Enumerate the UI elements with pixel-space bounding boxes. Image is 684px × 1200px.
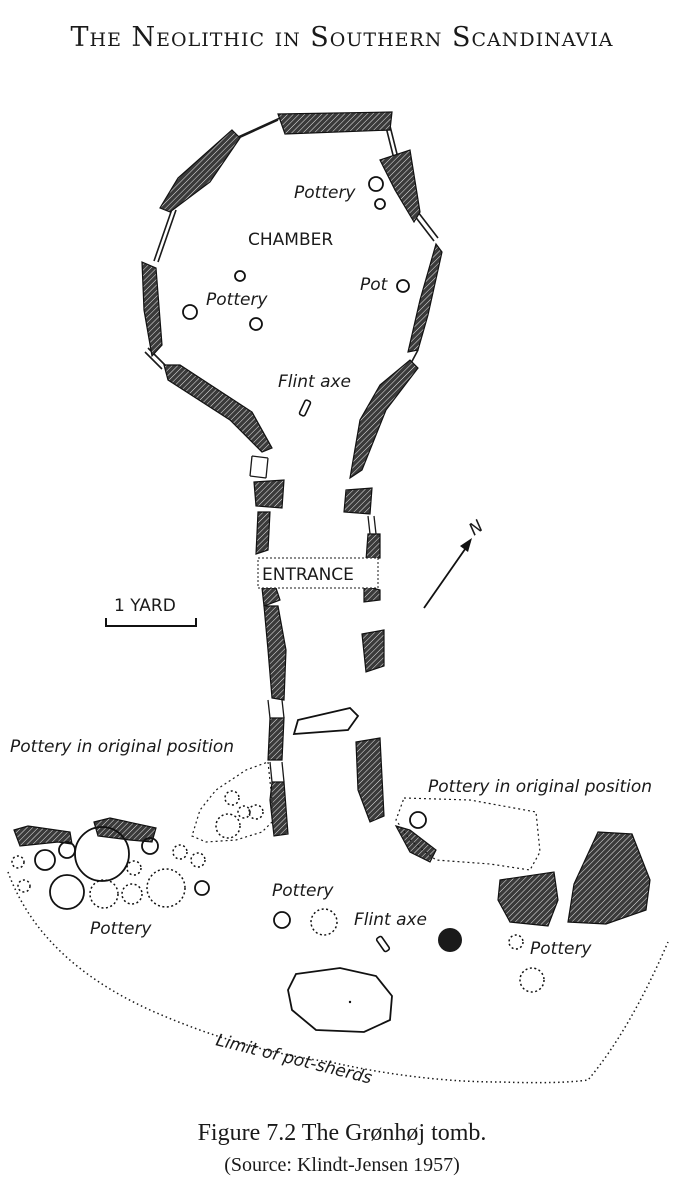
pottery-find-dotted xyxy=(11,855,25,869)
pottery-find xyxy=(234,270,246,282)
running-head: The Neolithic in Southern Scandinavia xyxy=(70,22,614,53)
passage-stone xyxy=(255,511,271,555)
label-entrance: ENTRANCE xyxy=(262,565,354,585)
pottery-find-dotted xyxy=(224,790,240,806)
passage-stones xyxy=(253,479,385,837)
chamber-stones xyxy=(141,111,443,480)
figure-source: (Source: Klindt-Jensen 1957) xyxy=(224,1154,460,1176)
passage-stone xyxy=(253,479,285,509)
label-pottery-original-right: Pottery in original position xyxy=(428,777,652,797)
orthostat xyxy=(349,359,419,480)
pottery-find-dotted xyxy=(508,934,524,950)
passage-stone xyxy=(263,605,287,701)
pottery-find-dotted xyxy=(146,868,186,908)
label-scale: 1 YARD xyxy=(114,596,176,616)
dark-deposit xyxy=(438,928,462,952)
forecourt-stones xyxy=(13,817,651,927)
passage-stone xyxy=(267,717,285,761)
pottery-find-dotted xyxy=(310,908,338,936)
passage-walling xyxy=(249,455,377,783)
label-pottery-left: Pottery xyxy=(90,919,152,939)
forecourt-stone xyxy=(93,817,157,843)
pottery-find-dotted xyxy=(519,967,545,993)
pottery-find-dotted xyxy=(248,804,264,820)
flint-axe-find xyxy=(375,935,391,953)
label-pot: Pot xyxy=(360,275,389,295)
orthostat xyxy=(141,261,163,358)
pottery-find xyxy=(368,176,384,192)
passage-stone xyxy=(361,629,385,673)
forecourt-stone xyxy=(497,871,559,927)
pottery-find xyxy=(273,911,291,929)
north-arrow xyxy=(423,538,472,609)
pottery-original-areas xyxy=(191,761,541,871)
stone-dot xyxy=(348,1000,352,1004)
pottery-find xyxy=(409,811,427,829)
pottery-find-dotted xyxy=(172,844,188,860)
pot-find xyxy=(396,279,410,293)
passage-stone xyxy=(363,585,381,603)
pottery-find xyxy=(182,304,198,320)
blocking-stone-outline xyxy=(292,707,360,735)
label-pottery-original-left: Pottery in original position xyxy=(10,737,234,757)
forecourt-stone xyxy=(394,825,437,863)
label-pottery-right: Pottery xyxy=(530,939,592,959)
passage-stone xyxy=(355,737,385,823)
flint-axe-find xyxy=(298,399,312,417)
passage-stone xyxy=(269,781,289,837)
passage-stone xyxy=(343,487,373,515)
pottery-original-area-left xyxy=(191,761,273,843)
label-pottery-chamber-right: Pottery xyxy=(294,183,356,203)
pottery-find xyxy=(58,841,76,859)
pottery-find-dotted xyxy=(215,813,241,839)
pottery-find xyxy=(34,849,56,871)
label-north: N xyxy=(465,516,487,540)
pottery-find-dotted xyxy=(237,805,251,819)
pottery-find-dotted xyxy=(126,860,142,876)
label-flint-axe-forecourt: Flint axe xyxy=(354,910,427,930)
orthostat xyxy=(407,242,443,353)
orthostat xyxy=(379,149,421,224)
pottery-find xyxy=(374,198,386,210)
pottery-find-dotted xyxy=(121,883,143,905)
label-flint-axe-chamber: Flint axe xyxy=(278,372,351,392)
label-chamber: CHAMBER xyxy=(248,230,333,250)
label-pottery-chamber-left: Pottery xyxy=(206,290,268,310)
pottery-find xyxy=(249,317,263,331)
figure-caption: Figure 7.2 The Grønhøj tomb. xyxy=(197,1120,487,1146)
scale-bar xyxy=(105,618,197,627)
pottery-sherd-finds xyxy=(11,790,545,993)
pottery-find xyxy=(74,826,130,882)
pottery-find-dotted xyxy=(17,879,31,893)
large-stone-outline xyxy=(287,967,393,1033)
pottery-finds xyxy=(34,176,427,929)
orthostat xyxy=(159,129,241,213)
pottery-find-dotted xyxy=(190,852,206,868)
entrance-label-box xyxy=(257,557,379,589)
pottery-original-area-right xyxy=(395,797,541,871)
forecourt-stone xyxy=(567,831,651,925)
pottery-find xyxy=(194,880,210,896)
label-limit-of-pot-sherds: Limit of pot-sherds xyxy=(214,1030,374,1088)
flint-axes xyxy=(298,399,391,953)
limit-of-pot-sherds-line xyxy=(7,871,669,1084)
pottery-find xyxy=(141,837,159,855)
pottery-find xyxy=(49,874,85,910)
passage-stone xyxy=(365,533,381,561)
pottery-find-dotted xyxy=(89,879,119,909)
orthostat xyxy=(163,364,273,453)
label-pottery-forecourt: Pottery xyxy=(272,881,334,901)
orthostat xyxy=(277,111,393,135)
passage-stone xyxy=(261,587,281,607)
